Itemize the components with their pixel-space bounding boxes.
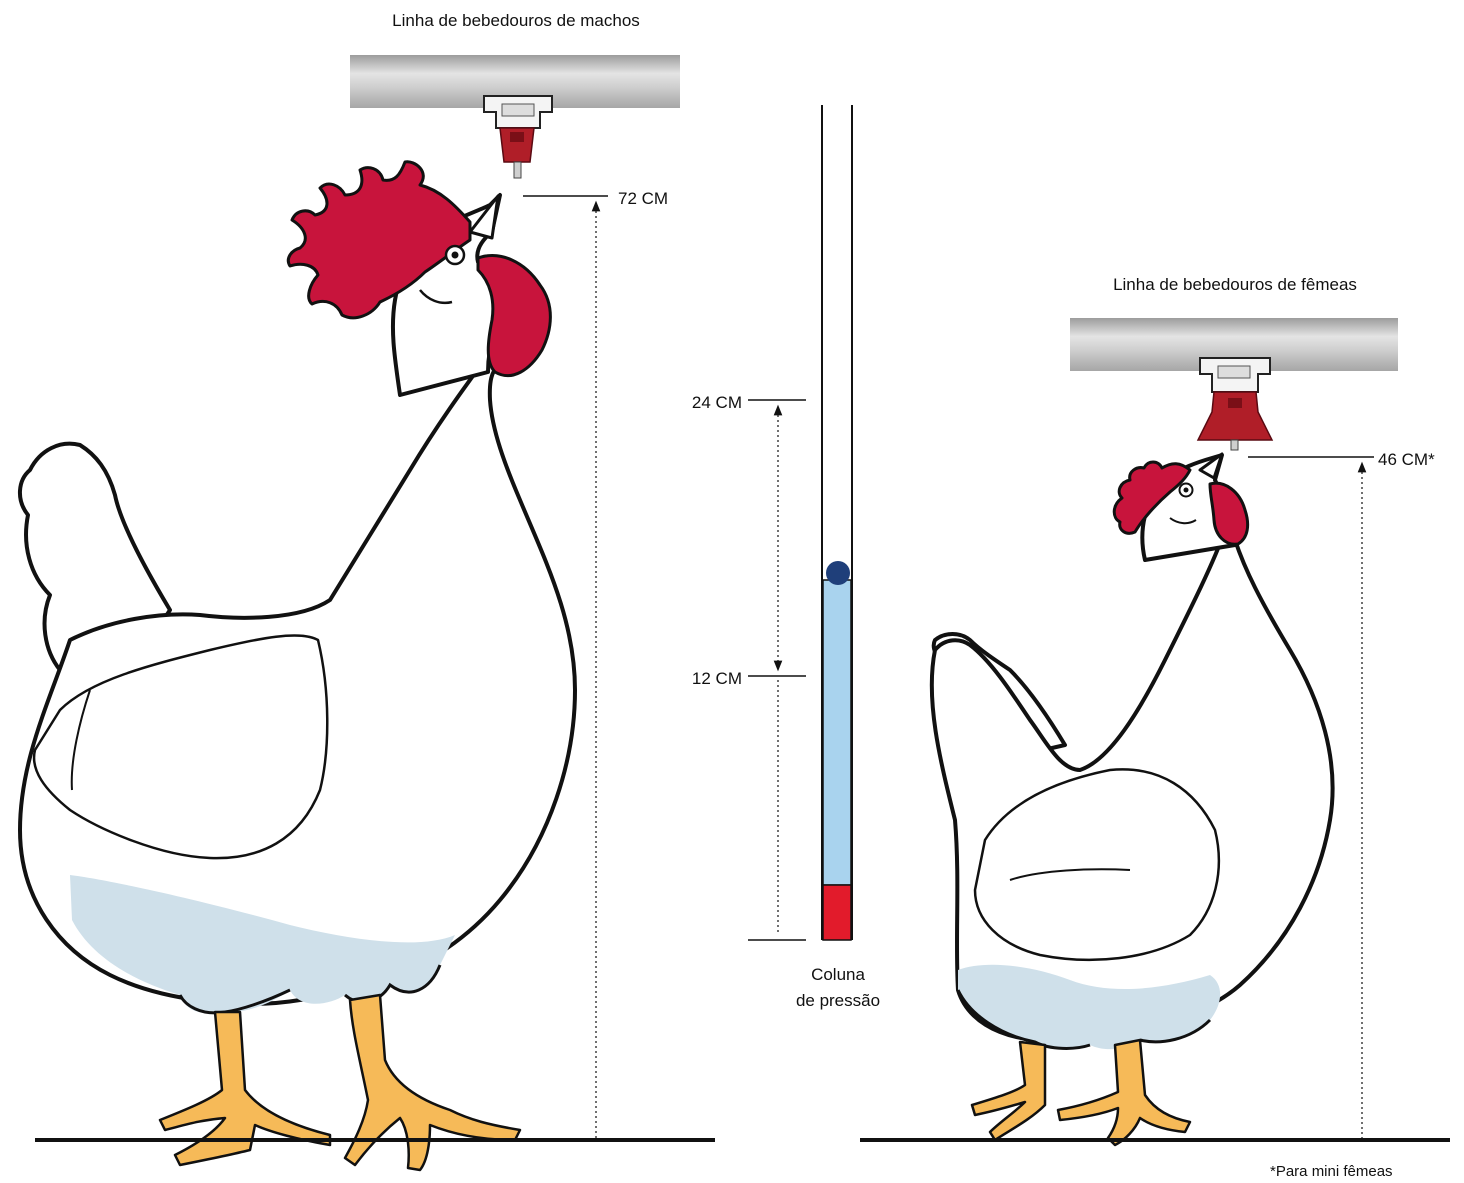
footnote: *Para mini fêmeas bbox=[1270, 1163, 1393, 1180]
column-dimensions bbox=[748, 399, 806, 941]
column-12-label: 12 CM bbox=[692, 669, 742, 688]
female-height-dimension bbox=[1248, 456, 1374, 1140]
water-level bbox=[822, 579, 852, 886]
rooster-illustration bbox=[18, 160, 577, 1172]
male-height-dimension bbox=[523, 195, 608, 1140]
column-24-label: 24 CM bbox=[692, 393, 742, 412]
pressure-column bbox=[821, 105, 853, 941]
column-title-line2: de pressão bbox=[796, 991, 880, 1010]
column-title-line1: Coluna bbox=[811, 965, 865, 984]
female-height-label: 46 CM* bbox=[1378, 450, 1435, 469]
male-line-label: Linha de bebedouros de machos bbox=[392, 11, 640, 30]
column-red-base bbox=[822, 884, 852, 941]
female-line-label: Linha de bebedouros de fêmeas bbox=[1113, 275, 1357, 294]
male-nipple-drinker bbox=[483, 95, 553, 179]
float-ball bbox=[826, 561, 850, 585]
female-nipple-drinker bbox=[1196, 357, 1274, 451]
hen-illustration bbox=[929, 452, 1335, 1147]
male-height-label: 72 CM bbox=[618, 189, 668, 208]
